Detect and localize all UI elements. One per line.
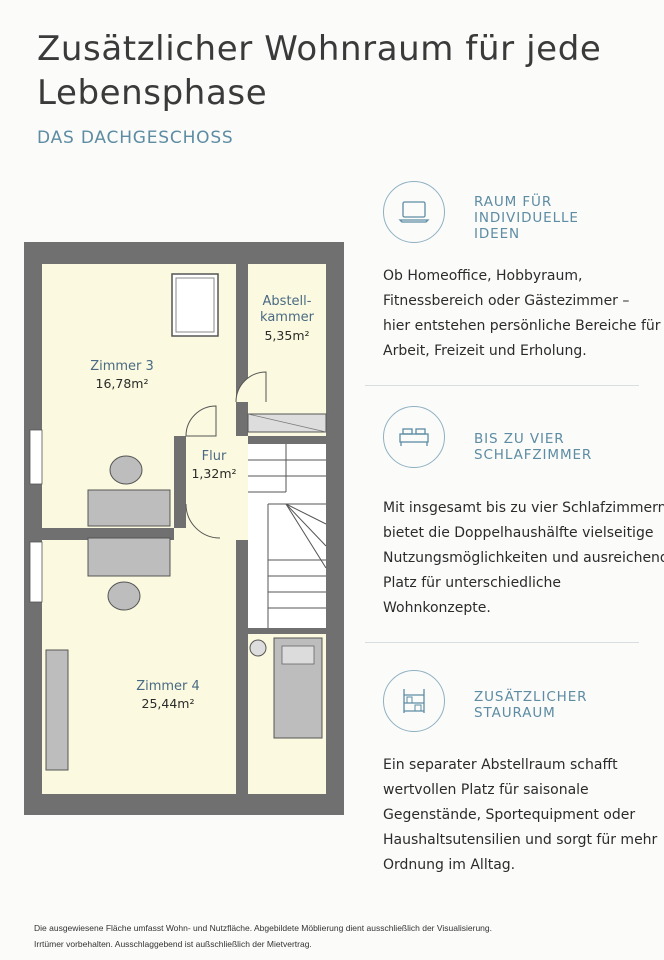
room-label-zimmer-4: Zimmer 4 [136, 679, 200, 694]
divider-2 [365, 642, 639, 643]
laptop-icon [383, 181, 445, 243]
page-title-line2: Lebensphase [37, 73, 268, 113]
footnote: Die ausgewiesene Fläche umfasst Wohn- un… [34, 920, 492, 952]
footnote-line1: Die ausgewiesene Fläche umfasst Wohn- un… [34, 923, 492, 933]
room-area-zimmer-3: 16,78m² [96, 376, 149, 391]
skylight [171, 273, 219, 337]
staircase [248, 444, 327, 628]
feature-text-1: Ob Homeoffice, Hobbyraum, Fitnessbereich… [383, 268, 661, 359]
window-left-1 [29, 429, 43, 485]
chair-zimmer-4 [107, 581, 141, 611]
floor-plan: Zimmer 3 16,78m² Abstell- kammer 5,35m² … [24, 242, 344, 815]
shelf-icon [383, 670, 445, 732]
feature-heading-3: ZUSÄTZLICHER STAURAUM [474, 689, 588, 721]
room-flur [186, 436, 248, 540]
chair-zimmer-3 [109, 455, 143, 485]
room-label-abstellkammer-line2: kammer [260, 310, 315, 325]
room-label-flur: Flur [202, 449, 227, 464]
window-left-2 [29, 541, 43, 603]
room-area-zimmer-4: 25,44m² [142, 696, 195, 711]
desk-zimmer-3 [87, 489, 171, 527]
door-abstellkammer [235, 371, 267, 403]
door-zimmer-3 [185, 405, 217, 437]
page-title-line1: Zusätzlicher Wohnraum für jede [37, 29, 602, 69]
room-area-abstellkammer: 5,35m² [264, 328, 309, 343]
feature-heading-1: RAUM FÜR INDIVIDUELLE IDEEN [474, 194, 579, 242]
desk-zimmer-4 [87, 537, 171, 577]
bed-icon [383, 406, 445, 468]
room-zimmer-4 [42, 528, 236, 794]
sideboard [45, 649, 69, 771]
room-area-flur: 1,32m² [191, 466, 236, 481]
room-label-zimmer-3: Zimmer 3 [90, 359, 154, 374]
feature-text-2: Mit insgesamt bis zu vier Schlafzimmern … [383, 500, 664, 616]
room-abstellkammer [248, 264, 326, 436]
feature-heading-2: BIS ZU VIER SCHLAFZIMMER [474, 431, 593, 463]
footnote-line2: Irrtümer vorbehalten. Ausschlaggebend is… [34, 939, 312, 949]
room-label-abstellkammer-line1: Abstell- [263, 294, 312, 309]
stair-area [248, 444, 326, 628]
door-zimmer-4 [185, 503, 221, 539]
page-title: Zusätzlicher Wohnraum für jede Lebenspha… [37, 27, 637, 115]
page-subtitle: DAS DACHGESCHOSS [37, 128, 234, 148]
feature-text-3: Ein separater Abstellraum schafft wertvo… [383, 757, 658, 873]
divider-1 [365, 385, 639, 386]
